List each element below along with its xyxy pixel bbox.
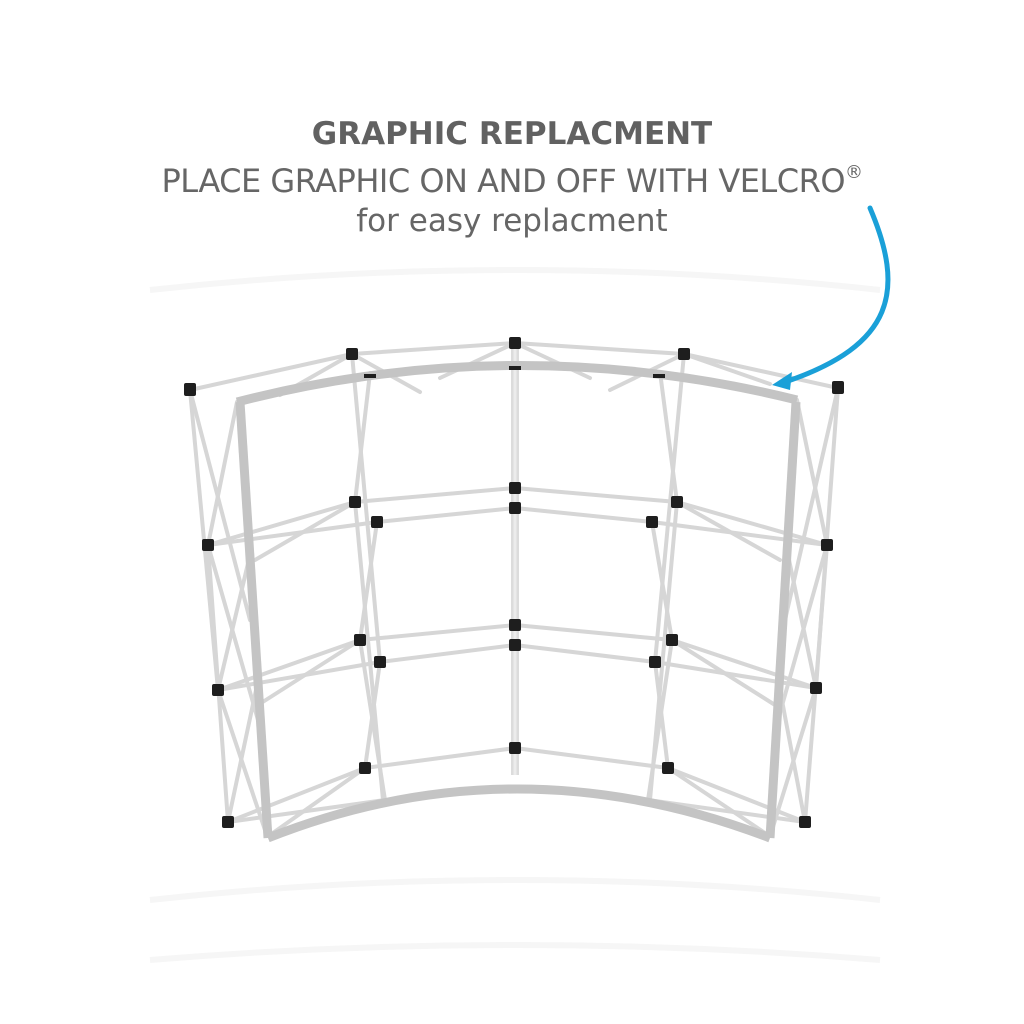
frame-connectors (184, 337, 844, 828)
headline: GRAPHIC REPLACMENT (311, 116, 713, 152)
background-ghosting (149, 267, 881, 963)
tagline: for easy replacment (356, 203, 668, 239)
subheadline: PLACE GRAPHIC ON AND OFF WITH VELCRO® (0, 162, 1024, 200)
callout-arrow (772, 205, 891, 390)
front-frame (235, 361, 801, 843)
scissor-struts (188, 341, 840, 837)
registered-mark: ® (845, 162, 863, 183)
subheadline-text: PLACE GRAPHIC ON AND OFF WITH VELCRO (161, 162, 846, 200)
